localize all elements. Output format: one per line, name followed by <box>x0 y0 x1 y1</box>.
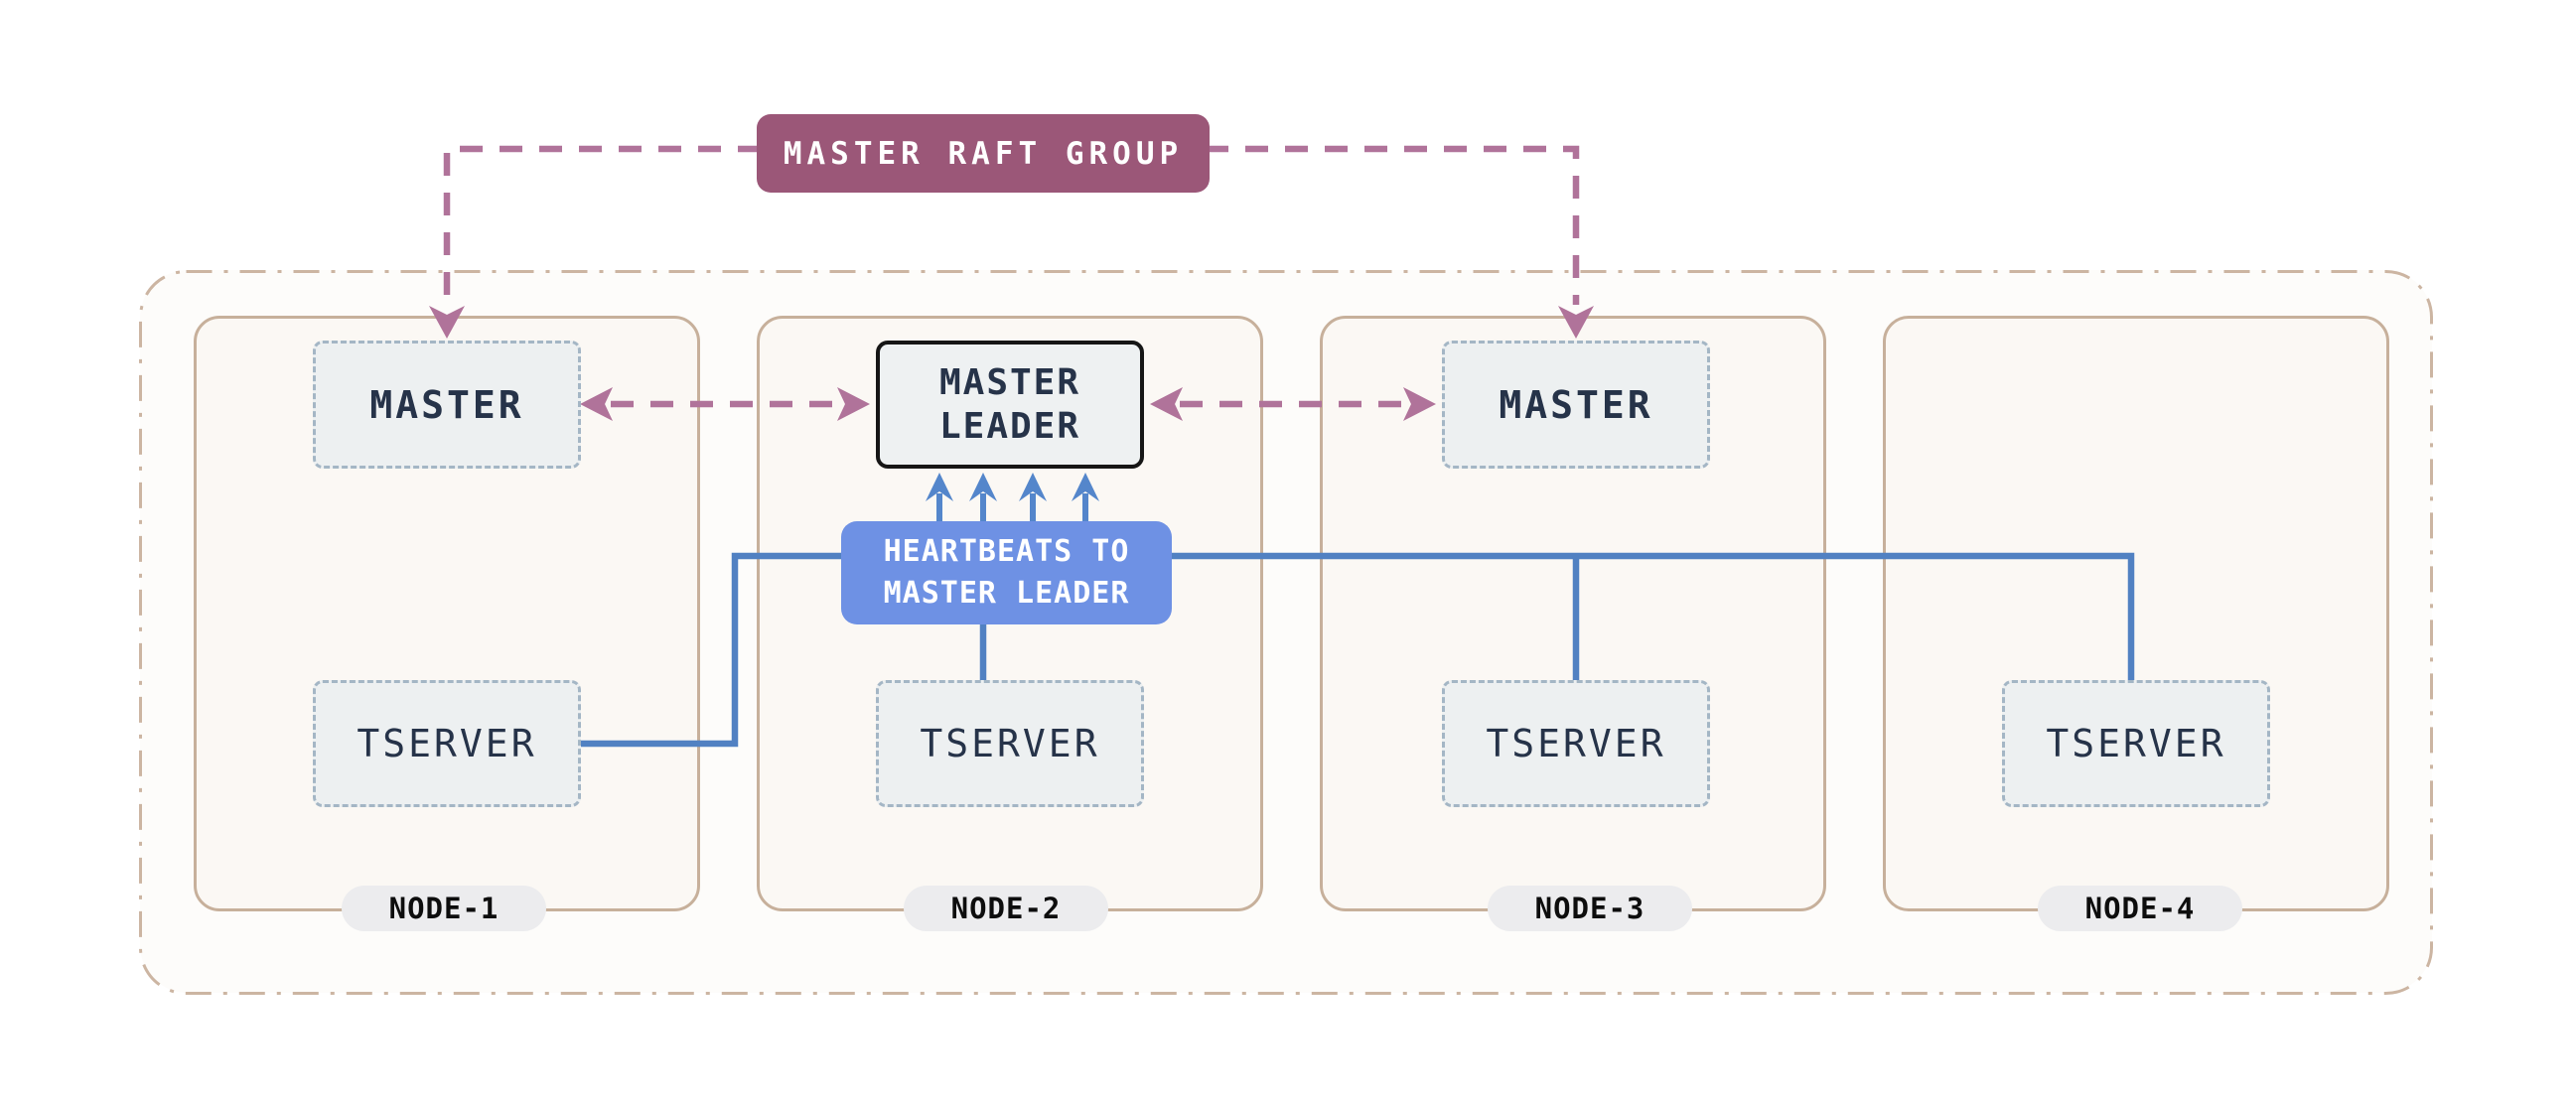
master-raft-group-badge: MASTER RAFT GROUP <box>757 114 1210 193</box>
tserver-label: TSERVER <box>1486 722 1666 765</box>
cluster-boundary-border <box>139 270 2433 995</box>
up-arrow-icon <box>1019 473 1047 501</box>
tserver-box-node4: TSERVER <box>2002 680 2270 807</box>
tserver-box-node3: TSERVER <box>1442 680 1710 807</box>
master-raft-group-label: MASTER RAFT GROUP <box>783 135 1184 172</box>
up-arrow-icon <box>1072 473 1099 501</box>
tserver-box-node2: TSERVER <box>876 680 1144 807</box>
raft-peer-link-1-right-arrow-icon <box>837 387 870 421</box>
master-box-node3: MASTER <box>1442 341 1710 469</box>
node-label: NODE-3 <box>1534 892 1646 925</box>
master-label: MASTER <box>1499 382 1653 427</box>
heartbeats-callout-box: HEARTBEATS TO MASTER LEADER <box>841 521 1172 624</box>
master-label: MASTER <box>369 382 524 427</box>
master-leader-line1: MASTER <box>938 361 1081 403</box>
raft-link-right-line <box>1206 145 1580 305</box>
heartbeats-line1: HEARTBEATS TO <box>883 534 1130 569</box>
raft-peer-link-2-right-arrow-icon <box>1403 387 1436 421</box>
tserver-label: TSERVER <box>2046 722 2226 765</box>
node-2-label-pill: NODE-2 <box>904 886 1108 931</box>
raft-link-left-line <box>443 145 761 305</box>
tserver-label: TSERVER <box>357 722 537 765</box>
up-arrow-icon <box>926 473 953 501</box>
raft-peer-link-1-left-arrow-icon <box>580 387 613 421</box>
node-label: NODE-2 <box>950 892 1062 925</box>
up-arrow-icon <box>969 473 997 501</box>
master-box-node1: MASTER <box>313 341 581 469</box>
node-4-label-pill: NODE-4 <box>2038 886 2242 931</box>
raft-link-right-arrow-icon <box>1558 306 1594 339</box>
tserver-box-node1: TSERVER <box>313 680 581 807</box>
node-label: NODE-4 <box>2084 892 2196 925</box>
node-4-container <box>1883 316 2389 911</box>
master-leader-box: MASTER LEADER <box>876 341 1144 469</box>
node-label: NODE-1 <box>388 892 500 925</box>
heartbeats-line2: MASTER LEADER <box>883 576 1130 611</box>
master-leader-line2: LEADER <box>938 405 1081 447</box>
node-3-label-pill: NODE-3 <box>1488 886 1692 931</box>
node-1-label-pill: NODE-1 <box>342 886 546 931</box>
tserver-label: TSERVER <box>920 722 1100 765</box>
heartbeat-arrows-to-leader <box>926 473 1099 522</box>
heartbeat-trunk-line <box>581 552 2135 748</box>
raft-link-left-arrow-icon <box>429 306 465 339</box>
raft-peer-link-2-left-arrow-icon <box>1150 387 1183 421</box>
